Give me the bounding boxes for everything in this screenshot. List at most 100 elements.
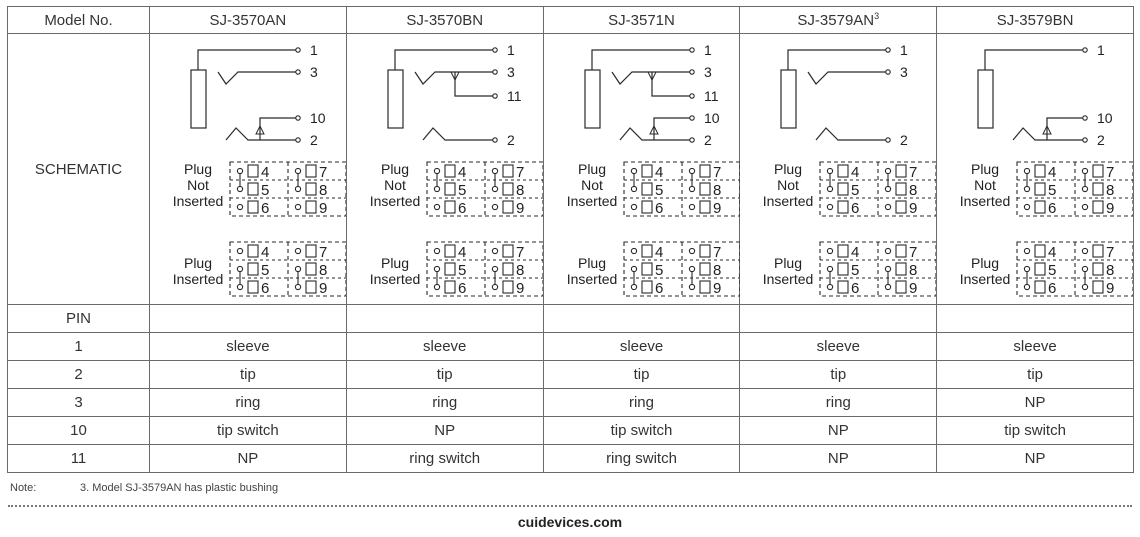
pin-function: sleeve: [542, 332, 741, 361]
schematic-pin-label: 1: [310, 42, 318, 58]
switch-contact: [236, 283, 244, 291]
switch-state-label: Inserted: [173, 271, 224, 287]
sleeve-body: [780, 69, 797, 129]
switch-contact: [236, 167, 244, 175]
switch-number: 5: [261, 182, 269, 199]
switch-state-label: Inserted: [566, 271, 617, 287]
switch-state-label: Inserted: [566, 193, 617, 209]
switch-terminal: [1034, 244, 1046, 258]
pin-function: NP: [739, 444, 938, 473]
switch-number: 9: [1106, 200, 1114, 217]
pin-number: 3: [7, 388, 150, 417]
switch-number: 7: [909, 244, 917, 261]
dotted-divider: [8, 505, 1132, 507]
pin-function: ring switch: [542, 444, 741, 473]
switch-terminal: [305, 262, 317, 276]
switch-contact: [1024, 185, 1031, 193]
switch-contact: [491, 265, 498, 273]
switch-terminal: [641, 280, 653, 294]
schematic-pin-label: 11: [704, 88, 719, 104]
schematic-pin-label: 1: [900, 42, 908, 58]
schematic-pin-label: 1: [507, 42, 515, 58]
switch-terminal: [1092, 164, 1104, 178]
switch-state-label: Plug: [774, 255, 802, 271]
pin-function: NP: [739, 416, 938, 445]
switch-number: 9: [909, 280, 917, 297]
switch-terminal: [837, 200, 849, 214]
switch-state-label: Plug: [971, 161, 999, 177]
switch-terminal: [699, 262, 711, 276]
switch-state-label: Inserted: [173, 193, 224, 209]
switch-terminal: [641, 262, 653, 276]
pin-number: 2: [7, 360, 150, 389]
switch-number: 8: [1106, 182, 1114, 199]
switch-number: 7: [909, 164, 917, 181]
switch-terminal: [837, 164, 849, 178]
header-row: Model No. SJ-3570AN SJ-3570BN SJ-3571N S…: [7, 6, 1134, 34]
switch-terminal: [1034, 164, 1046, 178]
switch-contact: [885, 265, 892, 273]
switch-contact: [433, 167, 440, 175]
note-text: 3. Model SJ-3579AN has plastic bushing: [80, 482, 279, 494]
switch-terminal: [1092, 262, 1104, 276]
switch-state-label: Inserted: [763, 193, 814, 209]
switch-contact: [1082, 283, 1089, 291]
switch-contact: [885, 247, 892, 255]
switch-contact: [630, 283, 637, 291]
switch-state-label: Plug: [381, 255, 409, 271]
switch-number: 4: [851, 164, 859, 181]
switch-contact: [827, 167, 834, 175]
switch-number: 4: [1048, 164, 1056, 181]
switch-terminal: [247, 244, 259, 258]
switch-contact: [1082, 247, 1089, 255]
switch-contact: [688, 167, 695, 175]
switch-number: 4: [655, 164, 663, 181]
switch-state-label: Plug: [381, 161, 409, 177]
switch-terminal: [641, 164, 653, 178]
switch-terminal: [699, 280, 711, 294]
switch-number: 4: [458, 164, 466, 181]
switch-terminal: [699, 200, 711, 214]
switch-terminal: [895, 200, 907, 214]
switch-terminal: [444, 200, 456, 214]
schematic-pin-label: 10: [704, 110, 720, 126]
switch-number: 6: [458, 200, 466, 217]
header-label: Model No.: [7, 6, 150, 34]
pin-function: NP: [345, 416, 544, 445]
switch-contact: [885, 203, 892, 211]
switch-terminal: [837, 182, 849, 196]
schematic-pin-label: 10: [310, 110, 326, 126]
switch-terminal: [444, 244, 456, 258]
switch-number: 9: [516, 200, 524, 217]
switch-contact: [294, 203, 302, 211]
switch-number: 5: [458, 182, 466, 199]
switch-number: 4: [261, 164, 269, 181]
switch-contact: [630, 247, 637, 255]
switch-number: 6: [261, 200, 269, 217]
sleeve-body: [977, 69, 994, 129]
switch-contact: [236, 203, 244, 211]
pin-function: ring switch: [345, 444, 544, 473]
switch-terminal: [1092, 244, 1104, 258]
pin-header: PIN: [7, 304, 150, 333]
switch-terminal: [699, 244, 711, 258]
switch-state-label: Inserted: [763, 271, 814, 287]
switch-terminal: [1034, 280, 1046, 294]
model-header-1: SJ-3570BN: [345, 6, 544, 34]
switch-number: 7: [1106, 164, 1114, 181]
switch-contact: [688, 265, 695, 273]
switch-state-label: Not: [187, 177, 209, 193]
switch-number: 5: [851, 182, 859, 199]
switch-contact: [294, 167, 302, 175]
switch-number: 8: [1106, 262, 1114, 279]
switch-contact: [1024, 167, 1031, 175]
